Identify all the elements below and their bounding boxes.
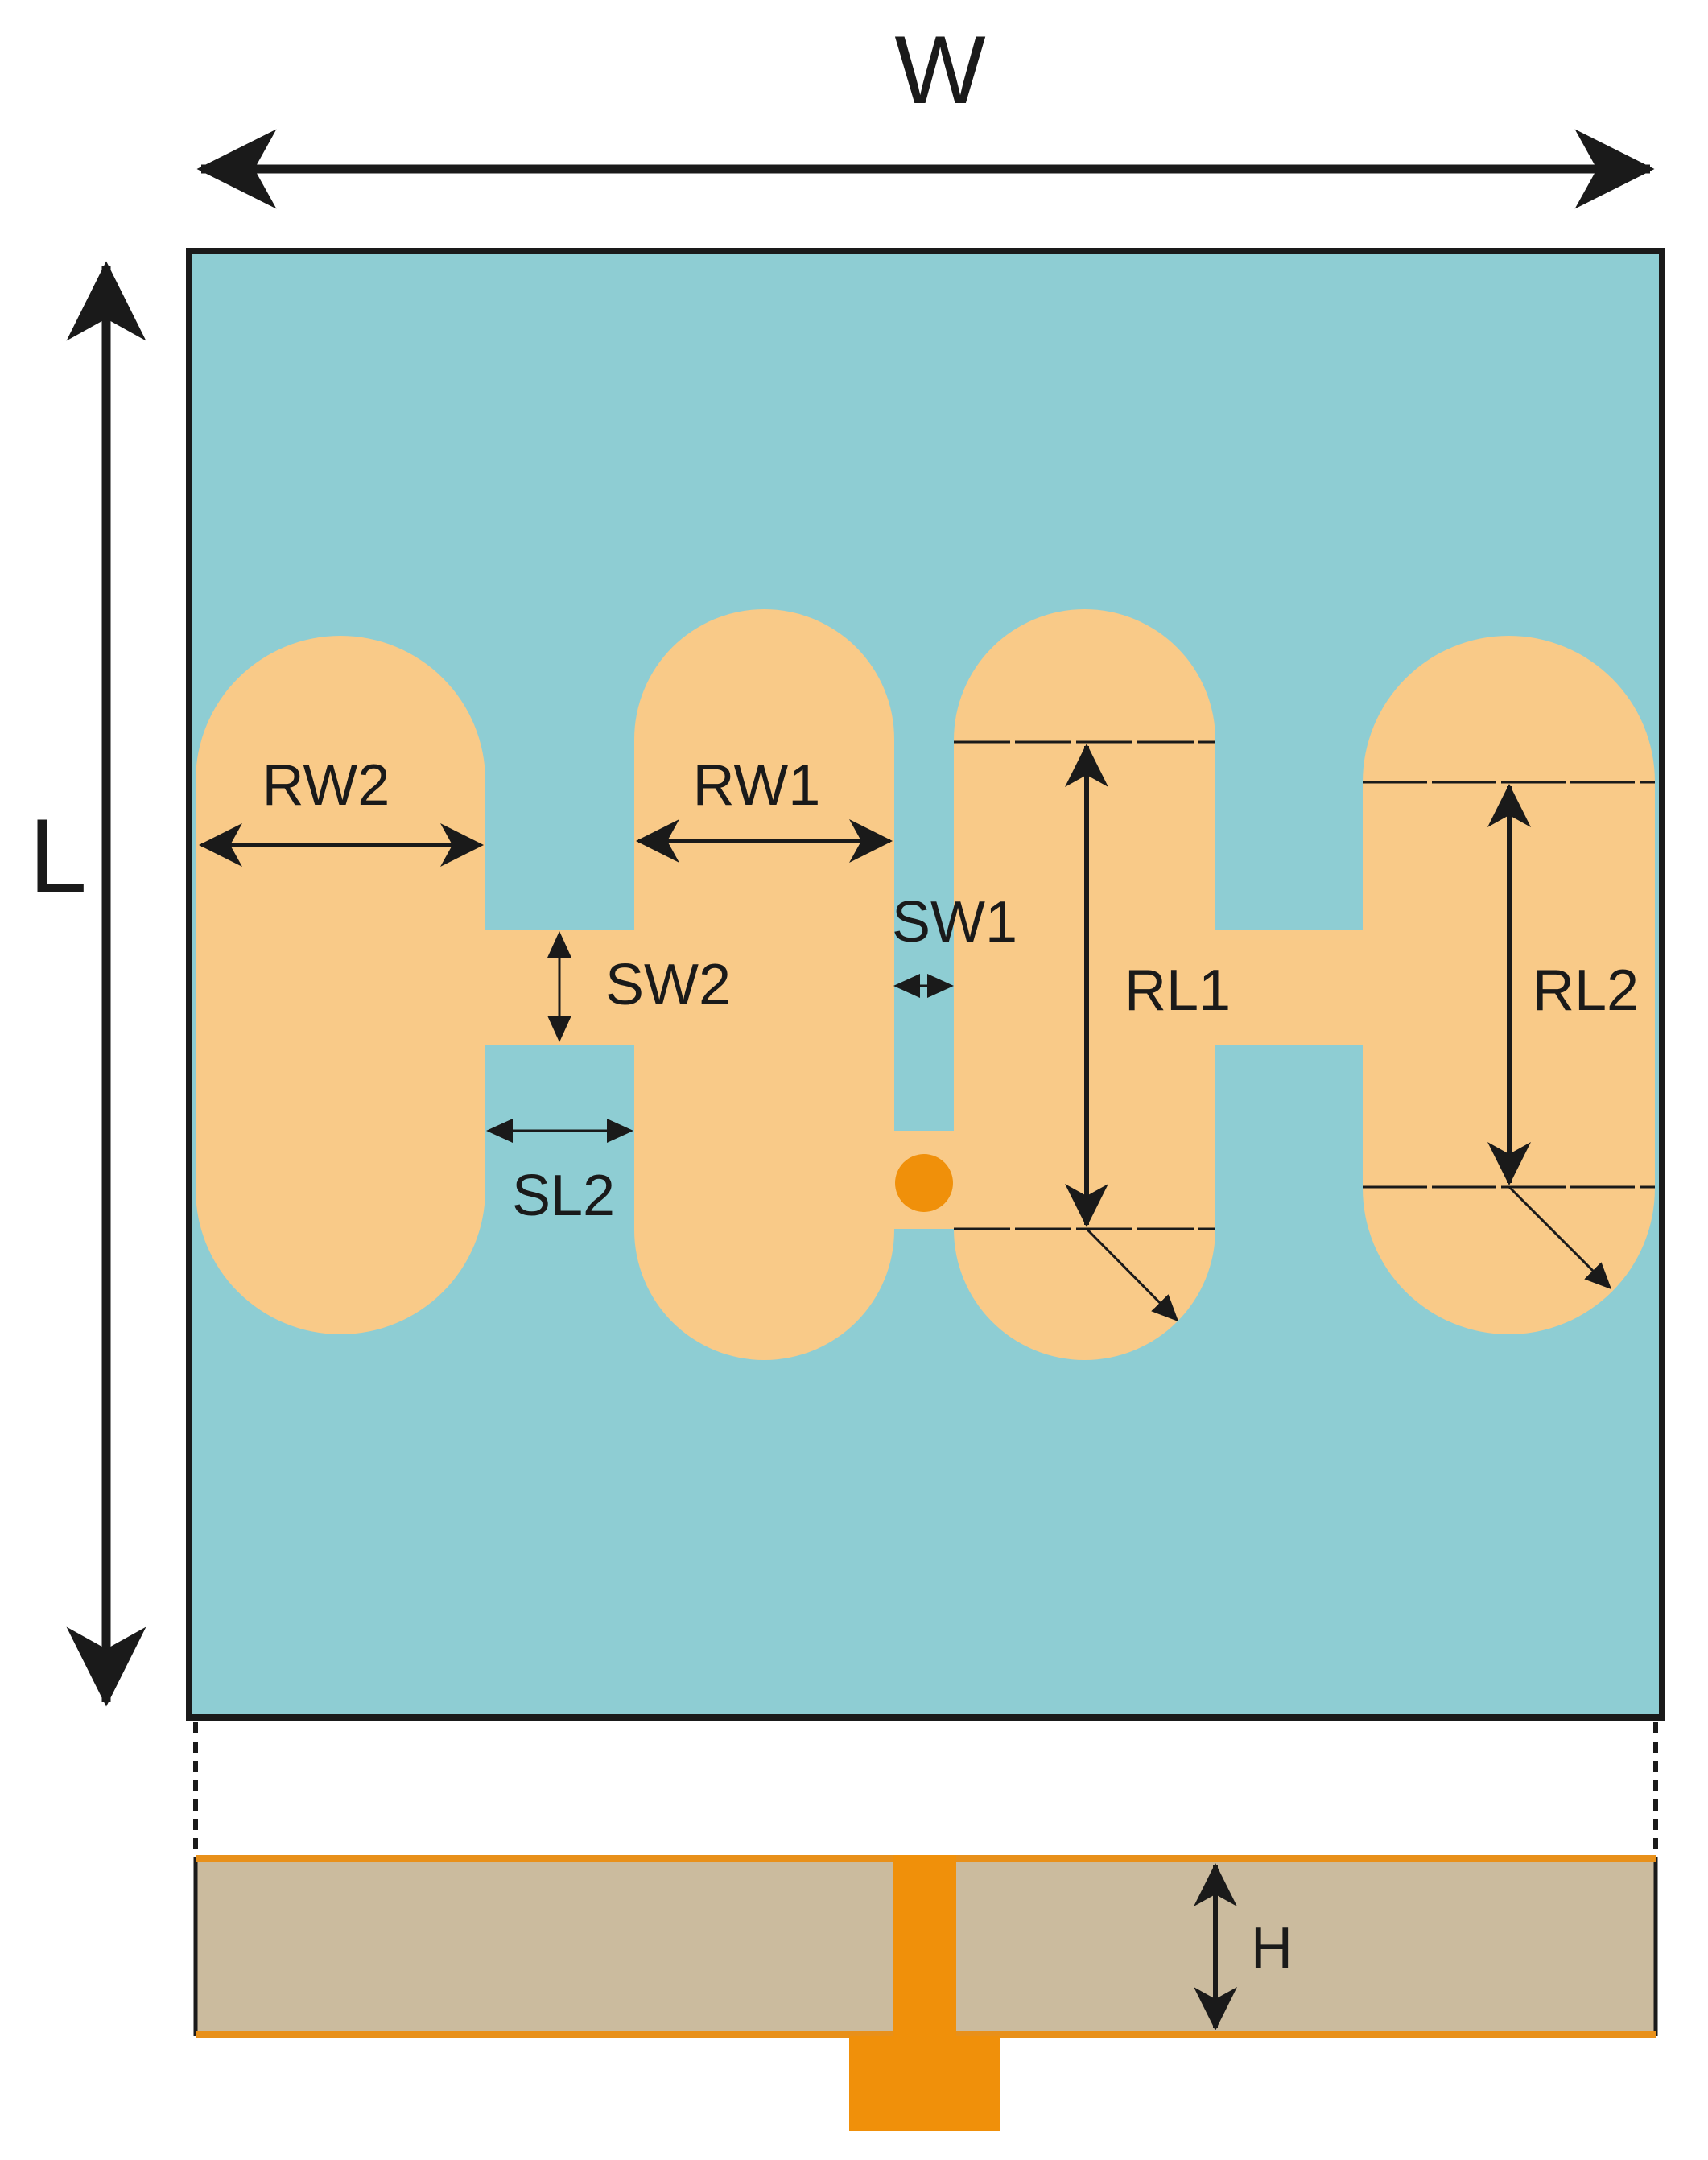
sw1-label: SW1 <box>892 890 1017 954</box>
feed-probe-dot <box>895 1154 953 1212</box>
resonator-rw1 <box>634 609 894 1360</box>
rw1-label: RW1 <box>693 753 821 818</box>
height-label: H <box>1251 1916 1293 1981</box>
coax-connector <box>849 2036 1000 2131</box>
feed-via <box>893 1855 956 2038</box>
rl2-radius-arrow <box>1508 1185 1612 1290</box>
rl2-label: RL2 <box>1533 958 1639 1023</box>
rw2-label: RW2 <box>262 753 390 818</box>
width-label: W <box>894 16 985 124</box>
resonator-rw2 <box>196 636 485 1334</box>
length-label: L <box>29 797 87 914</box>
rl1-label: RL1 <box>1124 958 1231 1023</box>
sw2-label: SW2 <box>605 953 731 1017</box>
strip-right <box>1214 930 1363 1045</box>
sl2-label: SL2 <box>512 1164 615 1228</box>
rl1-radius-arrow <box>1085 1227 1179 1322</box>
